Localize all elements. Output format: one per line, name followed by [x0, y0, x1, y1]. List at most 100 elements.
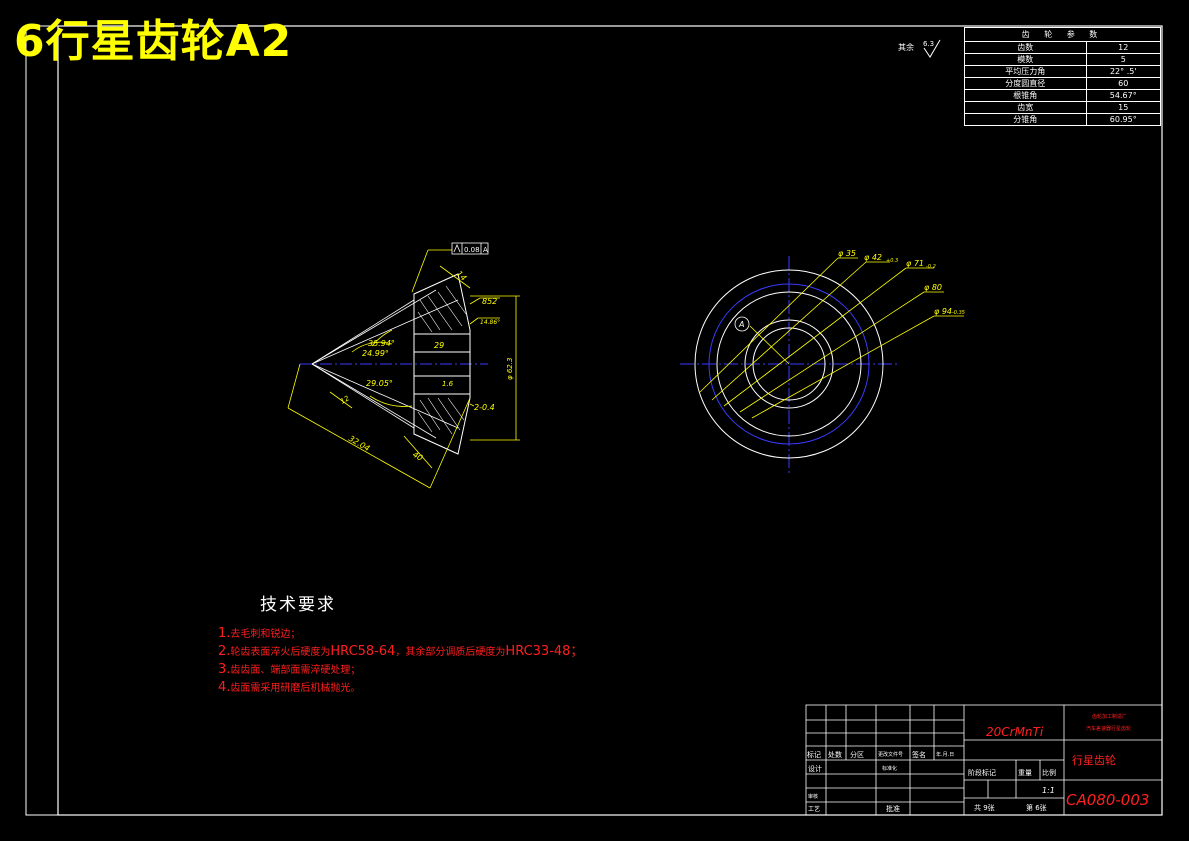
param-name: 齿宽 [964, 101, 1087, 114]
label-total-sheets: 共 9张 [974, 803, 995, 812]
tech-item-text2: ，其余部分调质后硬度为 [395, 647, 506, 658]
tech-item-big2: HRC33-48； [505, 644, 584, 659]
title-block [805, 704, 1163, 816]
drawing-border-inner [25, 25, 1163, 816]
tech-item-pre: 3. [218, 662, 231, 677]
tech-item-pre: 2. [218, 644, 231, 659]
label-check: 审核 [808, 793, 818, 800]
param-value: 12 [1085, 41, 1162, 54]
tech-item: 4.齿面需采用研磨后机械抛光。 [218, 679, 583, 697]
param-name: 根锥角 [964, 89, 1087, 102]
dim-d94-tol: -0.35 [952, 310, 965, 316]
dim-40: 40 [411, 450, 424, 463]
dim-d71: φ 71 [906, 259, 924, 268]
dim-12: 12 [339, 394, 351, 406]
param-name: 分度圆直径 [964, 77, 1087, 90]
tech-item: 3.齿齿面、端部面需淬硬处理； [218, 661, 583, 679]
param-name: 齿数 [964, 41, 1087, 54]
label-date: 年.月.日 [936, 751, 954, 758]
runout-icon [453, 243, 461, 253]
param-value: 54.67° [1085, 89, 1162, 102]
gear-params-title: 齿 轮 参 数 [964, 27, 1161, 42]
tech-item-text: 去毛刺和锐边； [230, 629, 301, 640]
tech-item: 1.去毛刺和锐边； [218, 625, 583, 643]
dim-d42: φ 42 [864, 253, 882, 262]
tolerance-frame [451, 242, 489, 255]
circle-d94 [694, 269, 884, 459]
company-name-2: 汽车差速器行星齿轮 [1086, 725, 1131, 732]
label-sheet-no: 第 6张 [1026, 803, 1047, 812]
label-count: 处数 [828, 750, 842, 759]
label-doc: 更改文件号 [878, 751, 903, 758]
param-name: 模数 [964, 53, 1087, 66]
dim-diameter: φ 62.3 [506, 358, 514, 380]
dim-d42-tol: +0.3 [886, 258, 898, 264]
label-ratio: 比例 [1042, 768, 1056, 777]
param-value: 60 [1085, 77, 1162, 90]
tech-item-text: 齿齿面、端部面需淬硬处理； [230, 665, 361, 676]
callout-label: A [738, 320, 744, 329]
tolerance-value: 0.08 [464, 246, 480, 254]
circle-d80 [708, 283, 870, 445]
label-weight: 重量 [1018, 769, 1032, 777]
param-name: 分锥角 [964, 113, 1087, 126]
part-name: 行星齿轮 [1072, 753, 1116, 767]
dim-chamfer: 2-0.4 [474, 403, 495, 412]
tech-requirements: 技术要求 1.去毛刺和锐边；2.轮齿表面淬火后硬度为HRC58-64，其余部分调… [218, 590, 583, 697]
dim-d35: φ 35 [838, 249, 856, 258]
end-view: A φ 35 φ 42 +0.3 φ 71 -0.2 φ 80 φ 94 -0.… [680, 249, 965, 476]
circle-d35 [752, 327, 826, 401]
param-value: 60.95° [1085, 113, 1162, 126]
dim-d80: φ 80 [924, 283, 942, 292]
label-approve: 批准 [886, 804, 900, 813]
dim-angle-1: 35.94° [368, 339, 395, 348]
tech-item-text: 齿面需采用研磨后机械抛光。 [230, 683, 361, 694]
param-name: 平均压力角 [964, 65, 1087, 78]
dim-angle-2: 24.99° [362, 349, 389, 358]
label-craft: 工艺 [808, 805, 820, 813]
surface-mark-value: 6.3 [923, 40, 934, 48]
dim-14-86: 14.86° [480, 319, 500, 326]
dim-1-6: 1.6 [442, 380, 454, 388]
tech-item-pre: 4. [218, 680, 231, 695]
drawing-frame [57, 25, 1163, 816]
dim-14: 14 [455, 269, 469, 283]
tech-item-pre: 1. [218, 626, 231, 641]
label-std: 标准化 [882, 765, 897, 772]
dim-852: 852 [482, 297, 497, 306]
surface-mark: 其余 6.3 [898, 39, 941, 58]
circle-d71 [716, 291, 862, 437]
roughness-symbol-icon [923, 39, 941, 58]
section-view: 0.08 A 14 852 14.86° 35.94° 24.99° 29 29… [287, 242, 520, 489]
label-sign: 签名 [912, 750, 926, 759]
tolerance-datum: A [483, 246, 488, 254]
dim-d71-tol: -0.2 [926, 264, 936, 270]
param-value: 22° .5' [1085, 65, 1162, 78]
label-zone: 分区 [850, 750, 864, 759]
label-stage: 阶段标记 [968, 768, 996, 777]
tech-title: 技术要求 [260, 595, 336, 615]
drawing-title: 6行星齿轮A2 [14, 16, 293, 67]
material: 20CrMnTi [986, 725, 1044, 739]
tech-item: 2.轮齿表面淬火后硬度为HRC58-64，其余部分调质后硬度为HRC33-48； [218, 643, 583, 661]
callout-circle [734, 316, 750, 332]
tech-item-big: HRC58-64 [330, 644, 396, 659]
surface-mark-label: 其余 [898, 42, 914, 52]
scale: 1:1 [1042, 786, 1055, 795]
dim-29: 29 [434, 341, 444, 350]
title-block-text: 20CrMnTi 齿轮加工制造厂 汽车差速器行星齿轮 行星齿轮 CA080-00… [807, 713, 1149, 813]
param-value: 15 [1085, 101, 1162, 114]
drawing-number: CA080-003 [1066, 791, 1149, 809]
label-design: 设计 [808, 764, 822, 773]
dim-d94: φ 94 [934, 307, 952, 316]
tech-item-text: 轮齿表面淬火后硬度为 [230, 647, 331, 658]
